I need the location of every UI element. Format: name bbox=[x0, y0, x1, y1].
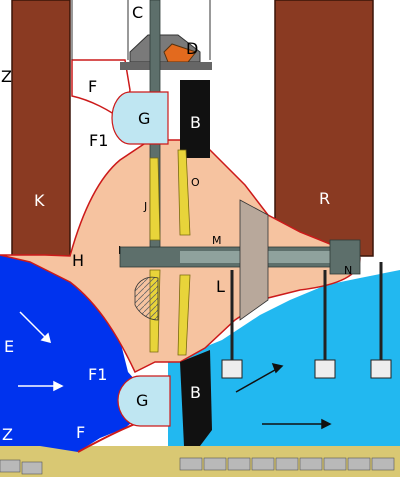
tailwater-region bbox=[168, 270, 400, 446]
label-f-top: F bbox=[88, 77, 97, 96]
lower-draft-f bbox=[77, 423, 136, 453]
label-h: H bbox=[72, 251, 84, 270]
label-r: R bbox=[319, 189, 330, 208]
right-wall-r bbox=[274, 0, 374, 257]
runner-disc-o bbox=[177, 149, 191, 236]
right-hub bbox=[239, 199, 269, 321]
support-rods bbox=[221, 262, 392, 379]
upper-gate-g bbox=[111, 91, 169, 145]
label-o: O bbox=[191, 176, 200, 189]
label-b-top: B bbox=[190, 113, 201, 132]
left-wall-k bbox=[11, 0, 71, 257]
label-f1-bottom: F1 bbox=[88, 365, 107, 384]
runner-disc-j bbox=[149, 157, 161, 241]
lower-gate-g bbox=[117, 375, 171, 427]
label-k: K bbox=[34, 191, 45, 210]
black-plate-b-lower bbox=[180, 350, 212, 446]
label-g-bottom: G bbox=[136, 391, 148, 410]
label-i: I bbox=[118, 244, 121, 257]
left-support bbox=[134, 276, 159, 321]
bearing-d-base bbox=[120, 62, 212, 70]
flow-arrows bbox=[18, 311, 64, 392]
label-l: L bbox=[216, 277, 225, 296]
runner-disc-o-lower bbox=[177, 274, 191, 356]
label-f-bottom: F bbox=[76, 423, 85, 442]
label-f1-top: F1 bbox=[89, 131, 108, 150]
headwater-region bbox=[0, 255, 135, 452]
label-e: E bbox=[4, 337, 14, 356]
label-c: C bbox=[132, 3, 143, 22]
label-z-bottom: Z bbox=[2, 425, 13, 444]
label-m: M bbox=[212, 234, 222, 247]
flow-arrows-tail bbox=[235, 362, 332, 430]
label-g-top: G bbox=[138, 109, 150, 128]
label-b-bottom: B bbox=[190, 383, 201, 402]
label-z-top: Z bbox=[1, 67, 12, 86]
label-j: J bbox=[143, 200, 147, 213]
shaft-coupling-n bbox=[329, 239, 361, 275]
label-d: D bbox=[186, 39, 198, 58]
foundation-stones bbox=[0, 457, 395, 475]
bearing-d-ring bbox=[163, 43, 197, 63]
label-n: N bbox=[344, 264, 352, 277]
black-plate-b-upper bbox=[180, 80, 210, 158]
